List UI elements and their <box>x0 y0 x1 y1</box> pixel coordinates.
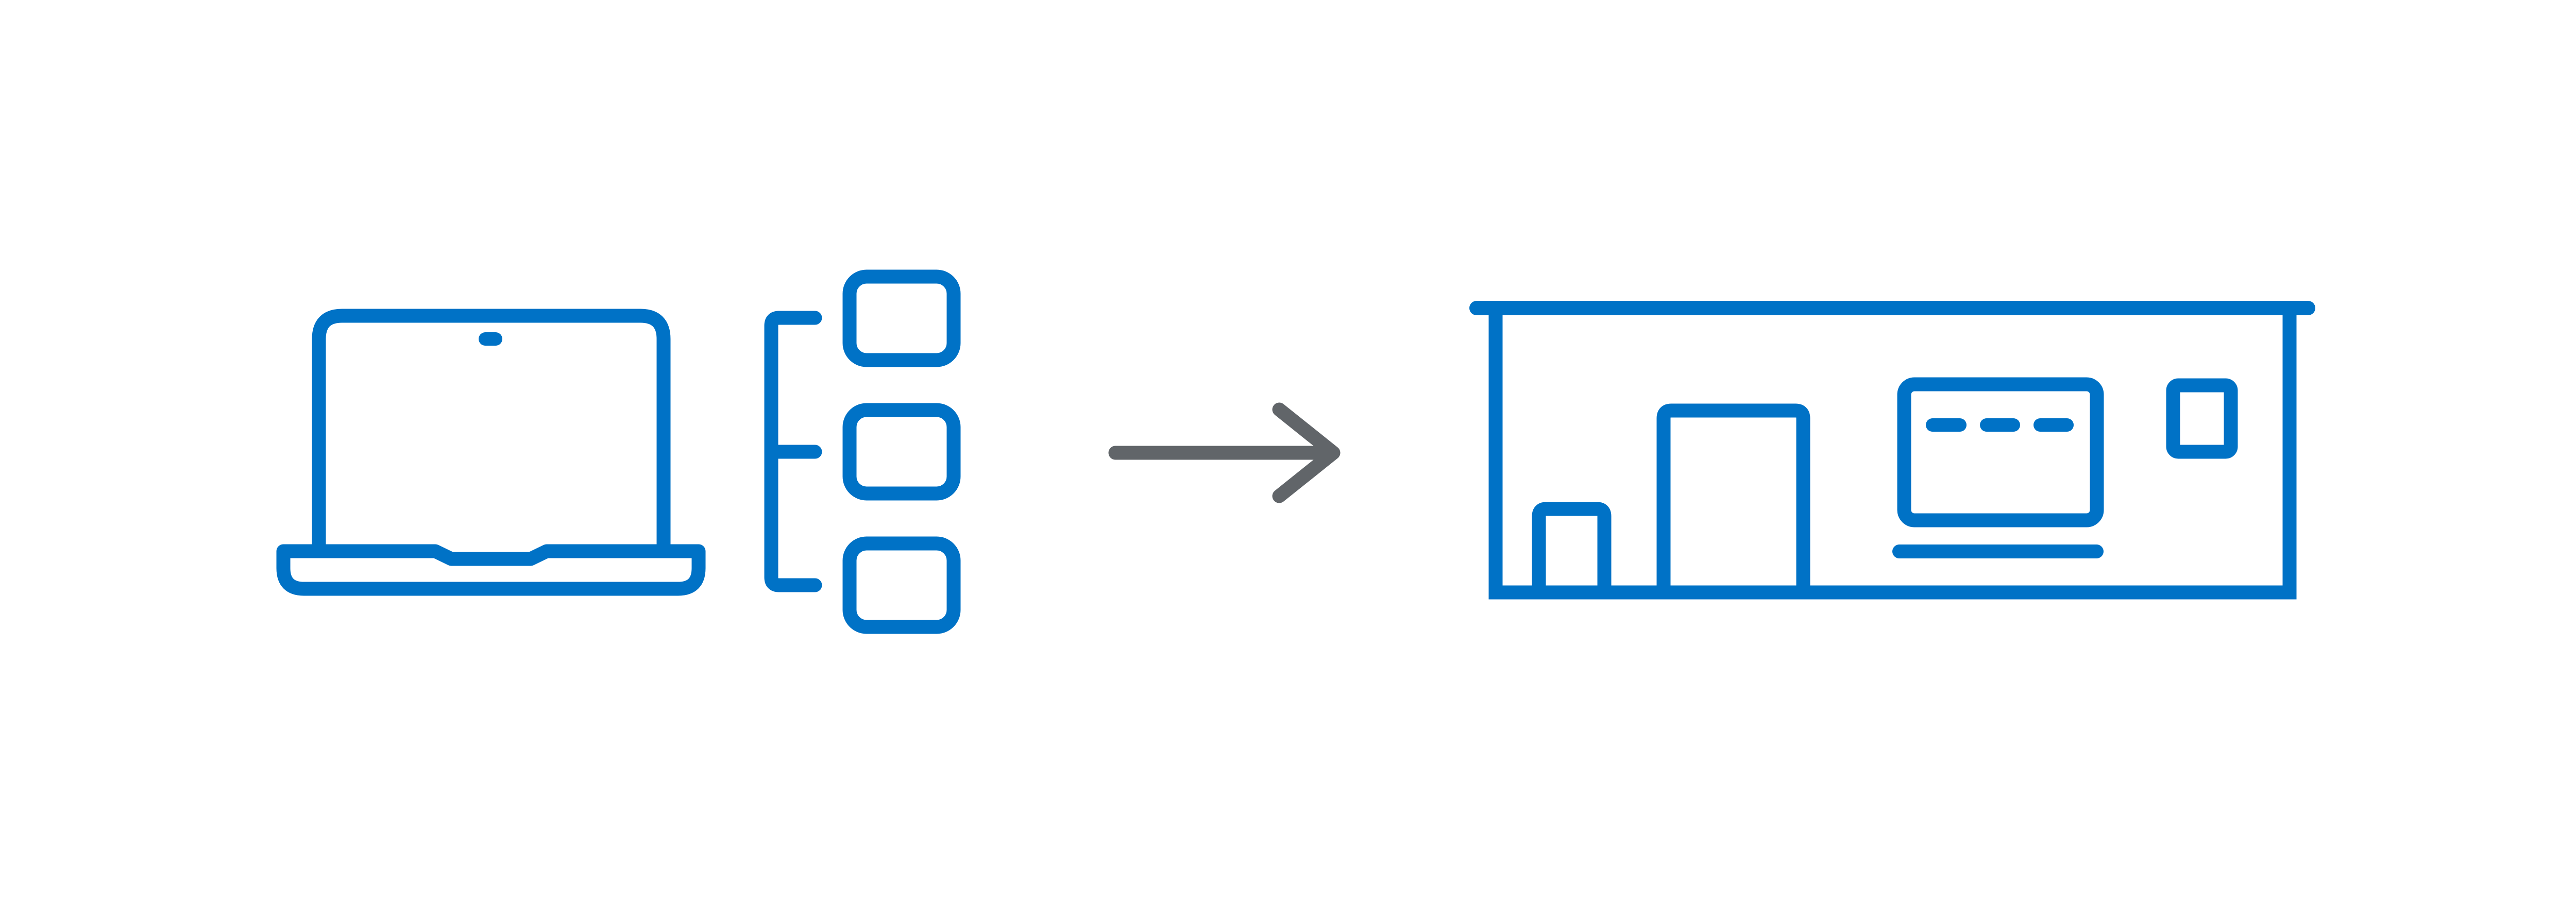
arrow-shaft-and-head <box>1108 402 1341 503</box>
hierarchy-bracket <box>764 311 822 592</box>
laptop-icon <box>276 309 706 596</box>
building-right-window <box>2166 378 2238 459</box>
hierarchy-node-top <box>842 269 961 367</box>
window-dash-3 <box>2033 418 2074 432</box>
hierarchy-node-bottom <box>842 536 961 634</box>
data-center-building-icon <box>1469 301 2315 600</box>
building-small-box <box>1532 502 1612 592</box>
building-walls-floor <box>1488 311 2297 600</box>
laptop-camera-dot-icon <box>479 332 502 346</box>
building-door <box>1656 403 1810 592</box>
hierarchy-node-middle <box>842 403 961 501</box>
file-hierarchy-icon <box>764 269 961 634</box>
laptop-base <box>276 544 706 596</box>
right-arrow-icon <box>1108 402 1341 503</box>
window-dash-2 <box>1980 418 2020 432</box>
window-dash-1 <box>1926 418 1967 432</box>
building-window-panel <box>1897 377 2104 527</box>
window-underline-bar <box>1892 544 2104 558</box>
laptop-screen <box>312 309 671 551</box>
